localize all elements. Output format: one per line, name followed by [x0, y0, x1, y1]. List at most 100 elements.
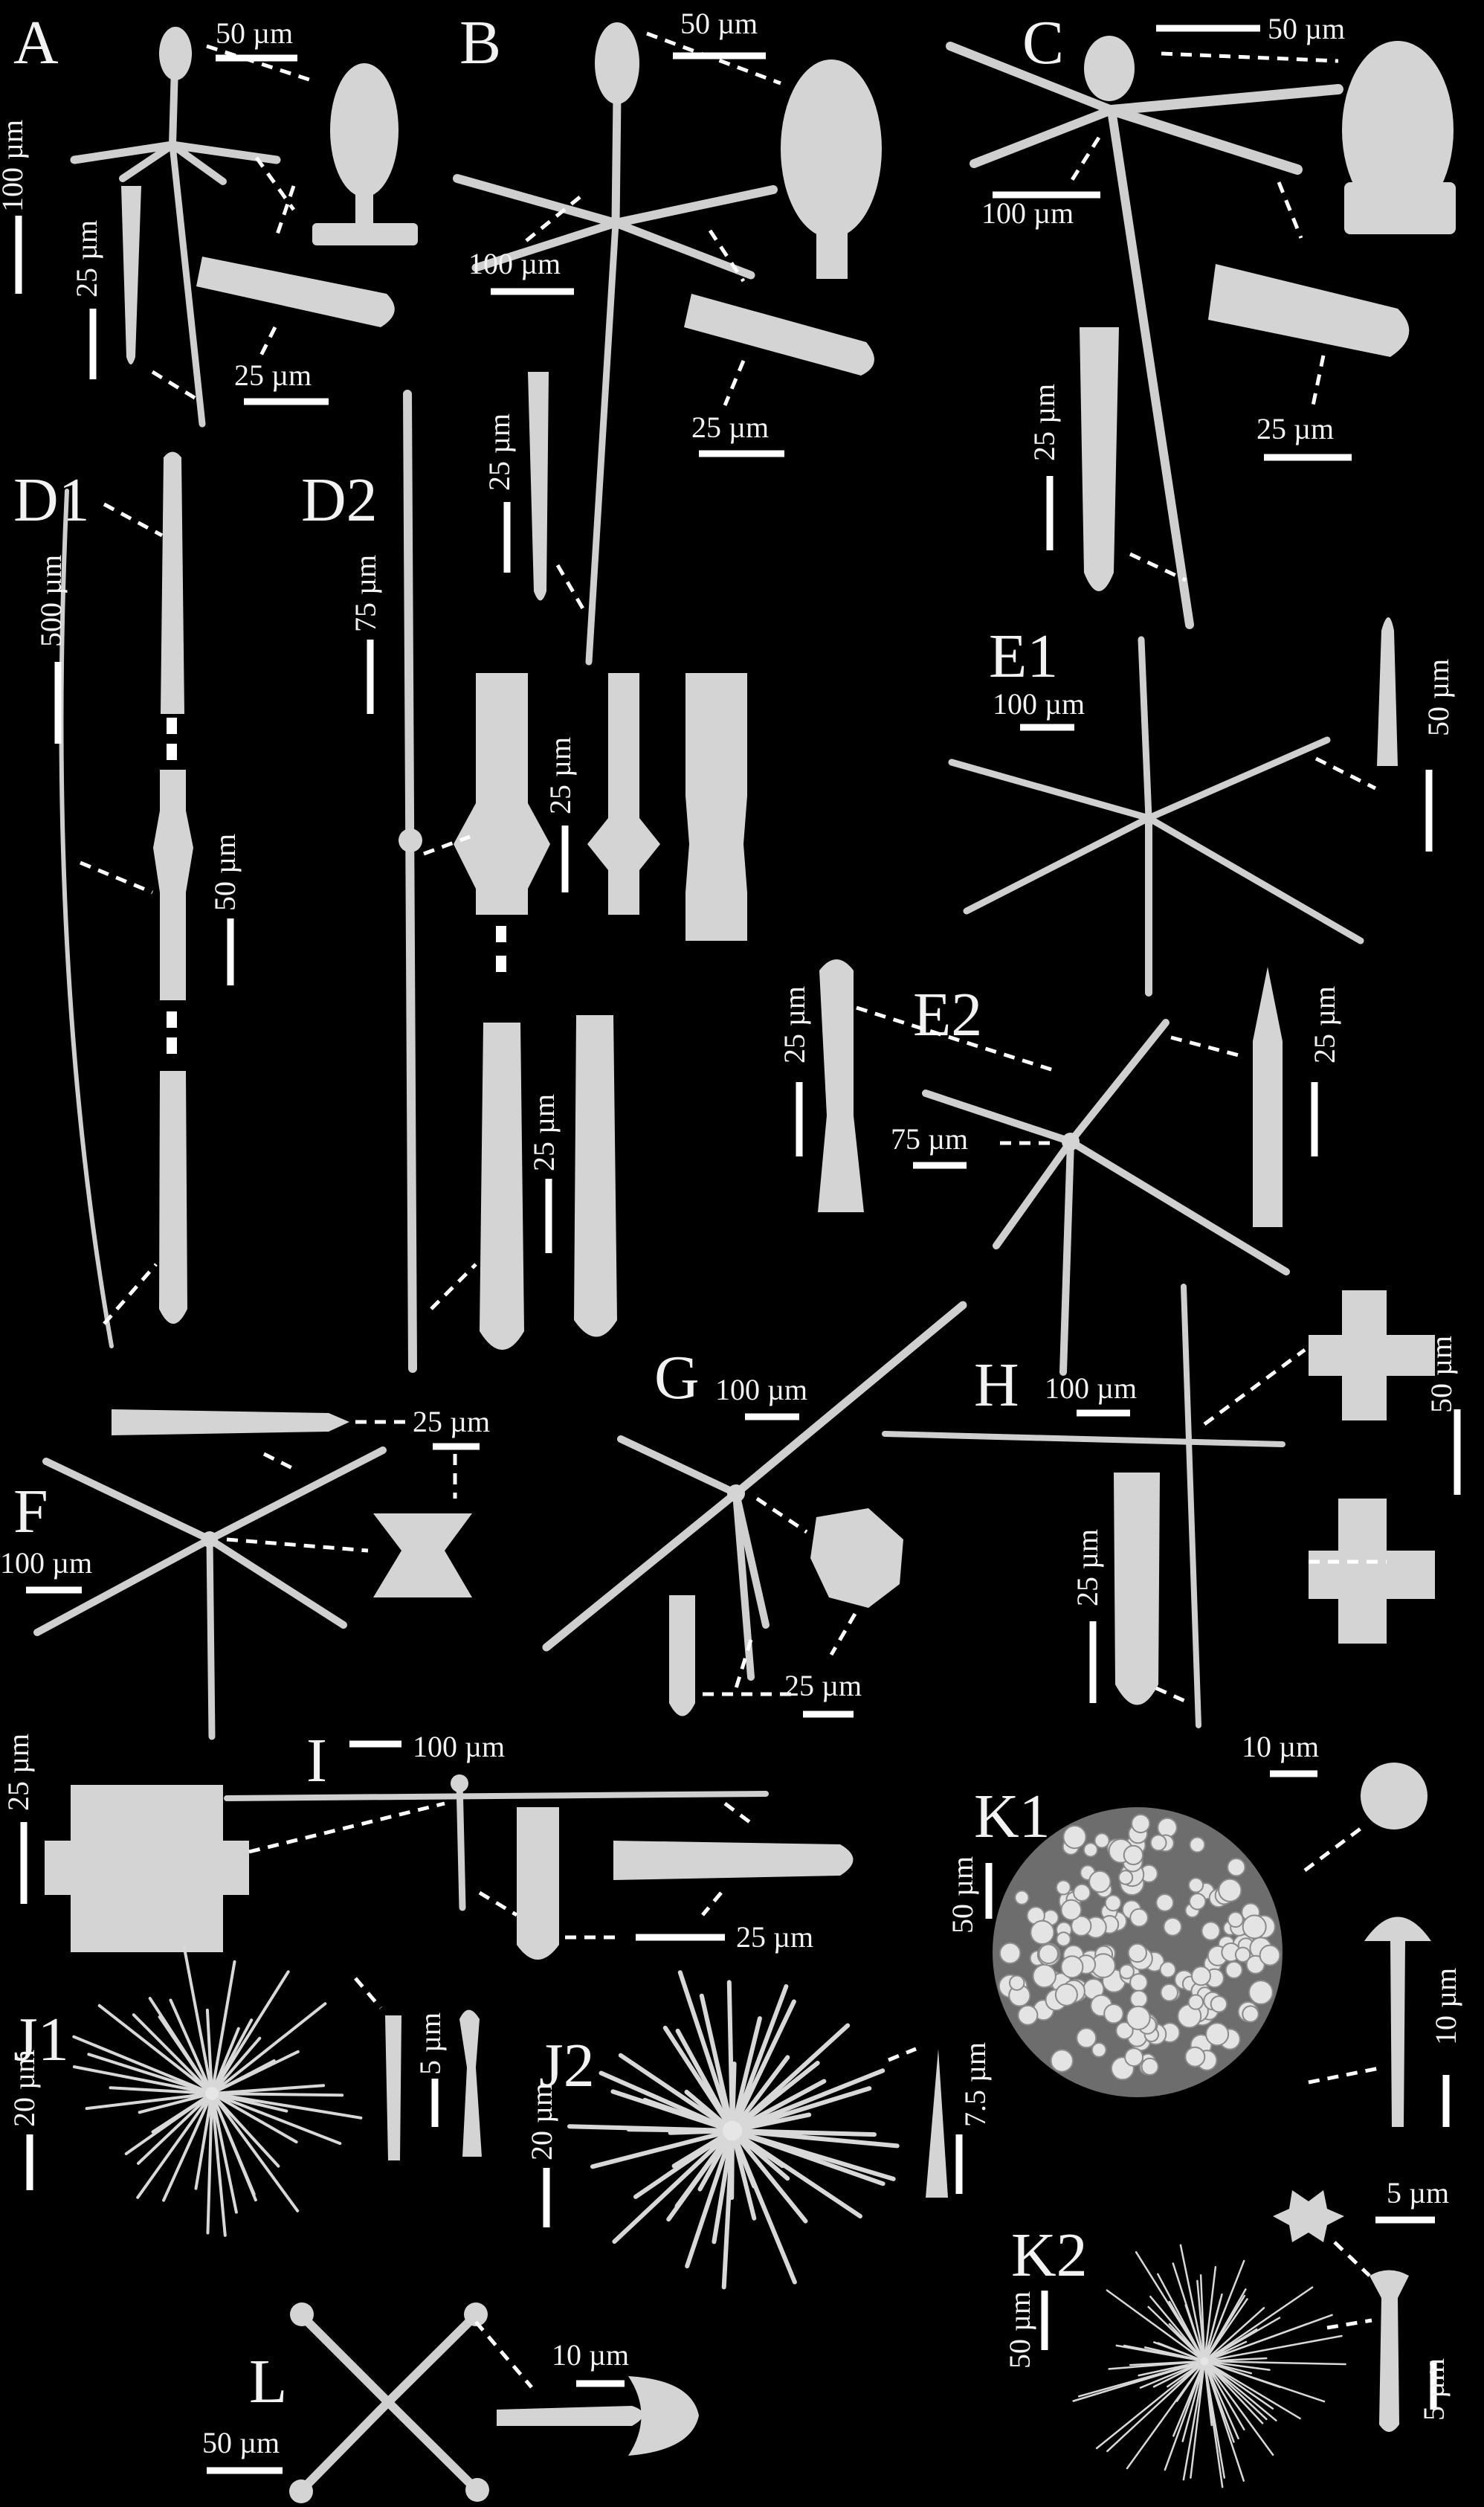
spicule-ray	[210, 1960, 236, 2095]
hexactine-spicule-f	[33, 1446, 387, 1740]
terminal-disc	[1062, 1825, 1087, 1850]
scale-label-j2-7: 7.5 µm	[958, 2042, 992, 2127]
scale-label-e1-100: 100 µm	[993, 687, 1085, 721]
spicule-ray	[1203, 2265, 1217, 2363]
leader-d1a	[103, 502, 164, 538]
spicule-detail-d2-end1	[480, 1023, 524, 1350]
spicule-ray	[1199, 2274, 1206, 2363]
terminal-disc	[1083, 1842, 1099, 1858]
panel-label-i: I	[306, 1726, 327, 1795]
oxyaster-spicule-j2	[567, 1970, 900, 2290]
terminal-disc	[1242, 1914, 1267, 1940]
terminal-disc	[1155, 1893, 1175, 1912]
scale-label-l-50: 50 µm	[202, 2426, 280, 2459]
panel-f: F 25 µm 100 µm	[0, 1405, 490, 1740]
scale-label-b-100: 100 µm	[468, 247, 561, 280]
terminal-disc	[1184, 2046, 1206, 2067]
spicule-ray	[210, 2050, 300, 2095]
leader-c1	[1161, 51, 1339, 63]
leader-e2a	[856, 1005, 1056, 1073]
scale-label-b-50: 50 µm	[680, 7, 758, 40]
terminal-disc	[1088, 1870, 1112, 1893]
terminal-disc	[1210, 1995, 1228, 2013]
knobbed-ray-tip-a	[312, 63, 418, 245]
leader-h3	[1155, 1686, 1191, 1705]
spicule-detail-d1-tip	[161, 451, 184, 714]
spicule-ray	[1203, 2360, 1271, 2371]
panel-l: L 50 µm 10 µm	[202, 2302, 699, 2503]
scale-label-i-25b: 25 µm	[736, 1920, 813, 1954]
spicule-ray	[1106, 2289, 1206, 2363]
terminal-disc	[1234, 1946, 1251, 1963]
spicule-d2-node	[399, 828, 422, 852]
terminal-disc	[1259, 1944, 1281, 1966]
leader-k2b	[1326, 2318, 1372, 2330]
spicule-detail-d2-end2	[574, 1015, 617, 1337]
ray-tip-detail-c1	[1208, 264, 1410, 357]
scale-label-d2-25b: 25 µm	[527, 1094, 561, 1171]
spicule-ray	[1172, 2360, 1206, 2437]
terminal-disc	[1157, 1817, 1178, 1838]
leader-i1	[248, 1801, 445, 1854]
pentactine-spicule-a	[70, 27, 281, 428]
spicule-ray	[1190, 2360, 1206, 2479]
spicule-ray	[1157, 2342, 1206, 2363]
spicule-ray	[210, 1970, 290, 2095]
spicule-ray	[671, 2128, 735, 2169]
spicule-ray	[1203, 2334, 1343, 2363]
spicule-ray	[730, 2128, 885, 2186]
spicule-ray	[1172, 2262, 1206, 2363]
scale-label-h-100: 100 µm	[1045, 1371, 1137, 1405]
panel-label-a: A	[13, 8, 59, 77]
panel-label-h: H	[974, 1351, 1019, 1420]
terminal-disc-detail-k2	[1273, 2190, 1344, 2242]
terminal-disc	[1038, 1943, 1059, 1965]
spicule-ray	[685, 2128, 735, 2269]
scale-label-d2-75: 75 µm	[349, 555, 382, 632]
spicule-ray	[1203, 2360, 1274, 2410]
scale-label-d1-50: 50 µm	[208, 834, 242, 911]
spicule-ray	[1203, 2360, 1264, 2424]
spicule-ray	[726, 1980, 735, 2133]
leader-g2	[734, 1639, 753, 1689]
spicule-ray	[677, 1970, 735, 2133]
terminal-disc	[1163, 1917, 1182, 1937]
terminal-disc	[1129, 1989, 1149, 2009]
spicule-ray	[1203, 2360, 1268, 2421]
leader-d1c	[103, 1263, 158, 1325]
spicule-ray	[210, 2092, 227, 2237]
terminal-disc	[1191, 1966, 1211, 1986]
knobbed-ray-tip-c	[1342, 41, 1456, 234]
spicule-ray	[590, 2128, 735, 2169]
terminal-disc	[1201, 1921, 1221, 1941]
spicule-ray	[730, 1984, 789, 2133]
cross-center-detail-h2	[1309, 1499, 1435, 1644]
leader-l	[474, 2320, 533, 2389]
panel-a: A 50 µm 100 µm 25 µm	[0, 8, 418, 428]
break-mark-d1c	[167, 1011, 177, 1028]
terminal-disc	[1227, 1911, 1244, 1928]
spicule-ray	[1179, 2244, 1206, 2363]
panel-i: I 100 µm 25 µm 25 µm	[1, 1726, 854, 1960]
spicule-ray	[730, 2061, 820, 2133]
panel-label-f: F	[13, 1477, 48, 1546]
terminal-disc	[1115, 2021, 1134, 2040]
spicule-ray	[87, 2053, 213, 2095]
spicule-ray	[1203, 2307, 1265, 2363]
stauractine-spicule-h	[882, 1284, 1285, 1728]
scale-label-h-25: 25 µm	[1071, 1529, 1104, 1606]
scale-label-k2-50: 50 µm	[1003, 2291, 1036, 2369]
spicule-ray	[567, 2124, 735, 2133]
spicule-ray	[1182, 2360, 1206, 2481]
scale-label-e2-25b: 25 µm	[1308, 986, 1341, 1063]
spicule-ray	[730, 2128, 877, 2137]
leader-d2a	[423, 834, 471, 856]
terminal-disc	[1160, 1983, 1178, 2002]
panel-label-l: L	[249, 2347, 287, 2416]
scale-label-k2-5b: 5 µm	[1417, 2358, 1451, 2421]
spicule-ray	[1175, 2360, 1206, 2402]
scale-label-g-25: 25 µm	[784, 1669, 862, 1702]
panel-j1: J1 20 µm 5 µm	[7, 1946, 482, 2237]
scale-label-e2-25a: 25 µm	[778, 986, 811, 1063]
leader-j1	[354, 1977, 382, 2009]
